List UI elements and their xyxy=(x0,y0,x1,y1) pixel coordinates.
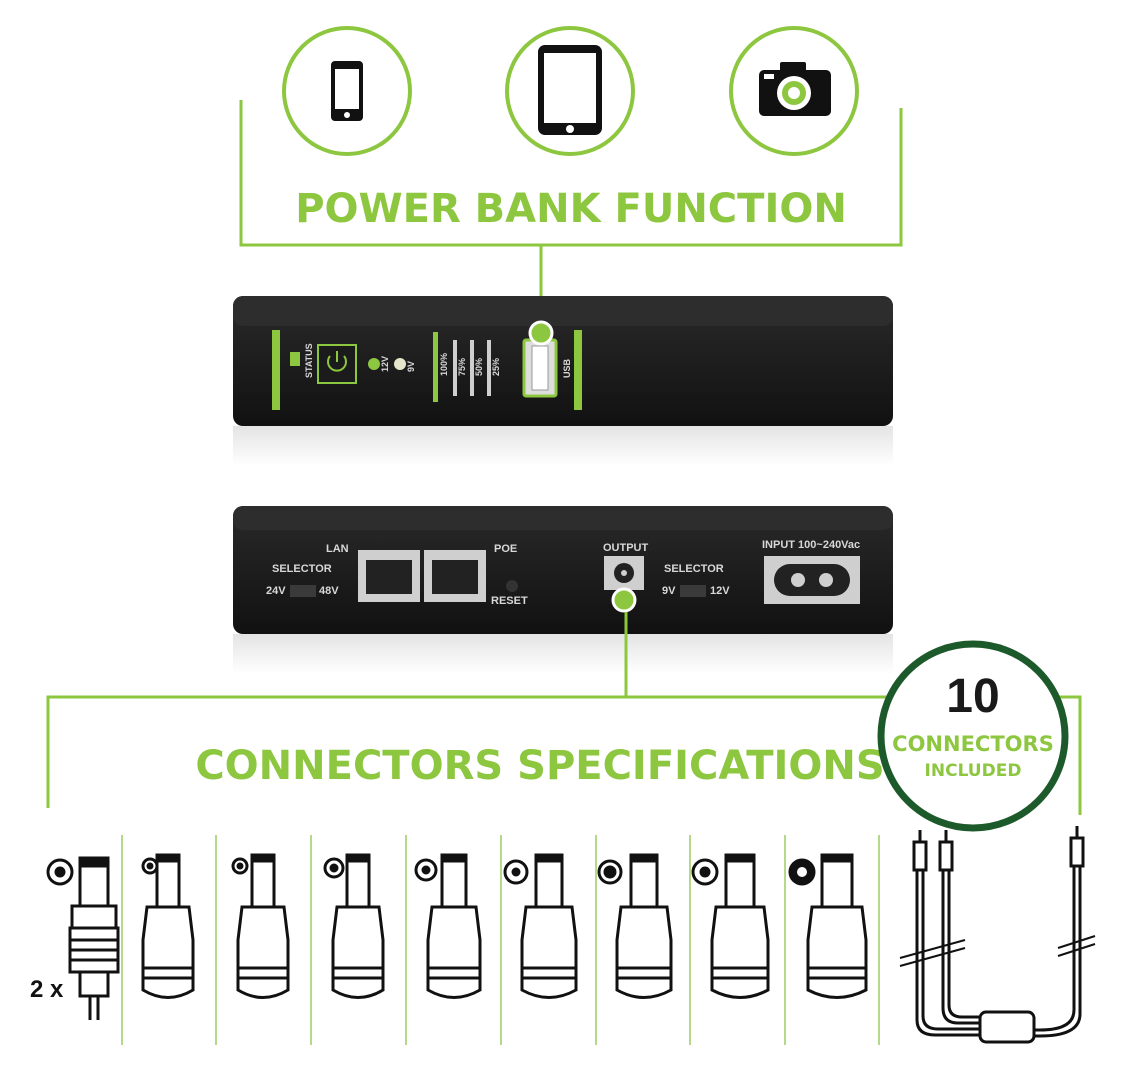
connector-tip-8 xyxy=(691,853,770,999)
power-button[interactable] xyxy=(317,344,357,384)
status-label: STATUS xyxy=(304,343,314,378)
splitter-cable xyxy=(899,826,1096,1044)
level-100: 100% xyxy=(439,353,449,376)
battery-level-indicator: 100% 75% 50% 25% xyxy=(433,332,501,402)
quantity-label: 2 x xyxy=(30,976,64,1003)
connectors-included-badge: 10 CONNECTORS INCLUDED xyxy=(877,640,1069,832)
device-front: STATUS 12V 9V 100% 75% 50% 25% USB xyxy=(233,296,893,466)
led-12v xyxy=(368,358,380,370)
tablet-icon xyxy=(505,26,635,156)
badge-line1: CONNECTORS xyxy=(892,732,1054,756)
connectors-bracket xyxy=(46,612,1082,815)
opt-12v-label: 12V xyxy=(710,585,730,597)
connector-tip-4 xyxy=(323,853,385,999)
output-voltage-switch[interactable] xyxy=(680,585,706,597)
opt-9v-label: 9V xyxy=(662,585,676,597)
connector-tip-5 xyxy=(414,853,482,999)
smartphone-icon xyxy=(282,26,412,156)
output-label: OUTPUT xyxy=(603,542,649,554)
connector-tip-9 xyxy=(788,853,868,999)
badge-count: 10 xyxy=(946,670,999,723)
lan-port[interactable] xyxy=(358,550,420,602)
poe-port[interactable] xyxy=(424,550,486,602)
camera-icon xyxy=(729,26,859,156)
connector-tip-2 xyxy=(141,853,195,999)
label-12v: 12V xyxy=(380,356,390,372)
level-25: 25% xyxy=(491,358,501,376)
connector-tip-7 xyxy=(597,853,673,999)
badge-line2: INCLUDED xyxy=(925,761,1022,781)
poe-voltage-switch[interactable] xyxy=(290,585,316,597)
connector-separators xyxy=(121,835,880,1045)
output-callout-dot xyxy=(611,587,637,613)
reset-label: RESET xyxy=(491,595,528,607)
level-75: 75% xyxy=(457,358,467,376)
selector-right-label: SELECTOR xyxy=(664,563,724,575)
connector-tip-1 xyxy=(46,856,120,1020)
usb-label: USB xyxy=(562,358,572,378)
opt-48v-label: 48V xyxy=(319,585,339,597)
connectors-heading: CONNECTORS SPECIFICATIONS xyxy=(195,743,884,789)
device-rear: LAN POE SELECTOR 24V 48V RESET OUTPUT SE… xyxy=(233,506,893,674)
led-9v xyxy=(394,358,406,370)
input-label: INPUT 100~240Vac xyxy=(762,539,860,551)
label-9v: 9V xyxy=(406,361,416,372)
lan-label: LAN xyxy=(326,543,349,555)
connector-tip-6 xyxy=(503,853,578,999)
power-bank-heading: POWER BANK FUNCTION xyxy=(295,186,847,232)
dc-output-jack[interactable] xyxy=(604,556,644,590)
selector-left-label: SELECTOR xyxy=(272,563,332,575)
usb-port[interactable] xyxy=(522,338,558,398)
reset-button[interactable] xyxy=(506,580,518,592)
opt-24v-label: 24V xyxy=(266,585,286,597)
poe-label: POE xyxy=(494,543,517,555)
ac-input-socket[interactable] xyxy=(764,556,860,604)
level-50: 50% xyxy=(474,358,484,376)
connector-tip-3 xyxy=(231,853,290,999)
status-led xyxy=(290,352,300,366)
usb-callout-dot xyxy=(528,320,554,346)
